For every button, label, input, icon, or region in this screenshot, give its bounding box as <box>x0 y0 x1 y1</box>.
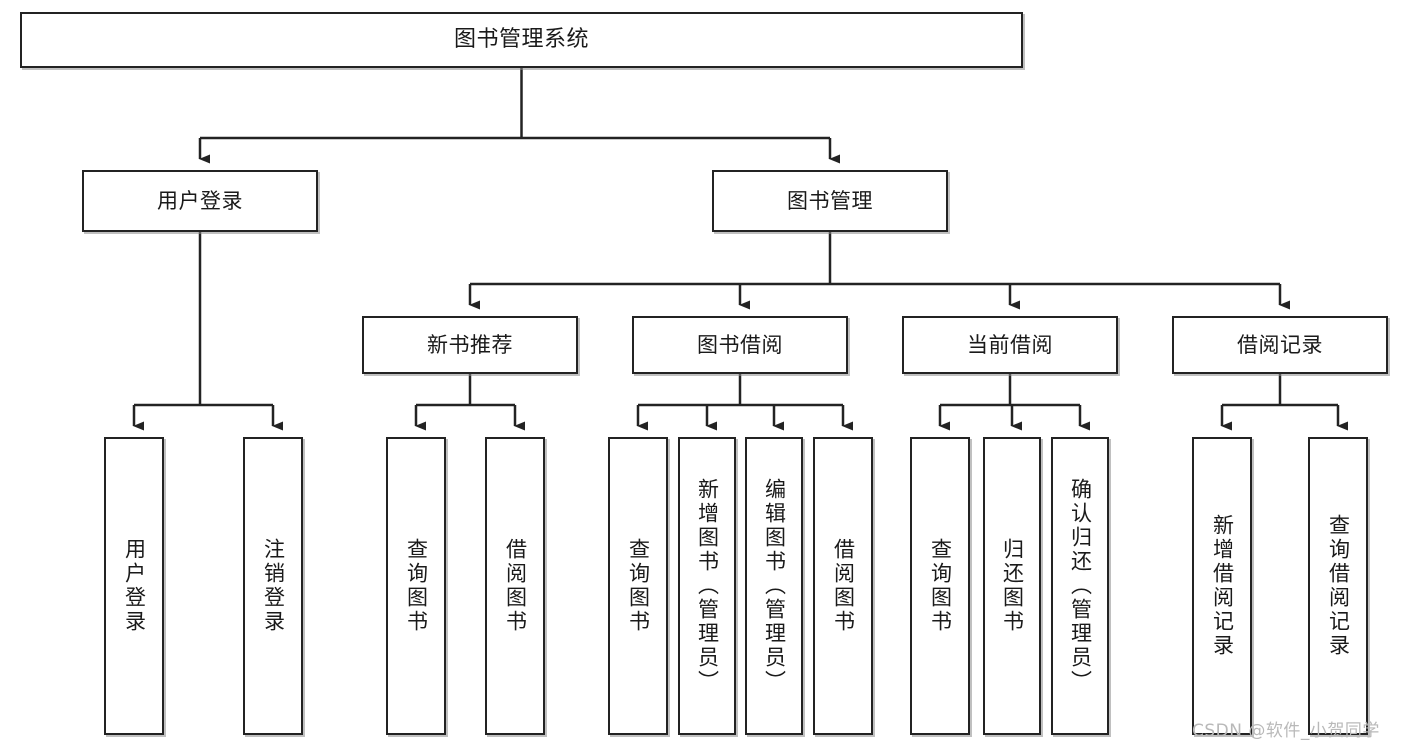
node-label: 编辑图书（管理员） <box>762 478 787 694</box>
node-label: 新增图书（管理员） <box>695 478 720 694</box>
node-leaf-return-book[interactable]: 归还图书 <box>983 437 1041 735</box>
node-leaf-query-book-1[interactable]: 查询图书 <box>386 437 446 735</box>
node-label: 注销登录 <box>261 538 286 634</box>
node-label: 查询图书 <box>928 538 953 634</box>
node-label: 借阅记录 <box>1237 332 1323 357</box>
node-label: 图书借阅 <box>697 332 783 357</box>
node-label: 图书管理系统 <box>453 27 589 53</box>
node-label: 查询图书 <box>626 538 651 634</box>
node-book-manage[interactable]: 图书管理 <box>712 170 948 232</box>
node-label: 用户登录 <box>157 188 243 213</box>
node-leaf-edit-book[interactable]: 编辑图书（管理员） <box>745 437 803 735</box>
node-book-borrow[interactable]: 图书借阅 <box>632 316 848 374</box>
node-user-login[interactable]: 用户登录 <box>82 170 318 232</box>
node-leaf-confirm-return[interactable]: 确认归还（管理员） <box>1051 437 1109 735</box>
node-root[interactable]: 图书管理系统 <box>20 12 1023 68</box>
node-label: 归还图书 <box>1000 538 1025 634</box>
node-label: 用户登录 <box>122 538 147 634</box>
node-leaf-borrow-book-2[interactable]: 借阅图书 <box>813 437 873 735</box>
node-leaf-borrow-book-1[interactable]: 借阅图书 <box>485 437 545 735</box>
node-label: 新增借阅记录 <box>1210 514 1235 658</box>
node-borrow-record[interactable]: 借阅记录 <box>1172 316 1388 374</box>
node-leaf-logout[interactable]: 注销登录 <box>243 437 303 735</box>
node-label: 新书推荐 <box>427 332 513 357</box>
node-label: 查询图书 <box>404 538 429 634</box>
node-label: 图书管理 <box>787 188 873 213</box>
node-leaf-user-login[interactable]: 用户登录 <box>104 437 164 735</box>
node-leaf-add-book[interactable]: 新增图书（管理员） <box>678 437 736 735</box>
node-leaf-query-book-3[interactable]: 查询图书 <box>910 437 970 735</box>
node-label: 确认归还（管理员） <box>1068 478 1093 694</box>
node-label: 借阅图书 <box>503 538 528 634</box>
node-current-borrow[interactable]: 当前借阅 <box>902 316 1118 374</box>
node-leaf-query-book-2[interactable]: 查询图书 <box>608 437 668 735</box>
node-leaf-query-record[interactable]: 查询借阅记录 <box>1308 437 1368 735</box>
node-label: 查询借阅记录 <box>1326 514 1351 658</box>
node-leaf-add-record[interactable]: 新增借阅记录 <box>1192 437 1252 735</box>
node-label: 当前借阅 <box>967 332 1053 357</box>
node-new-book-rec[interactable]: 新书推荐 <box>362 316 578 374</box>
node-label: 借阅图书 <box>831 538 856 634</box>
